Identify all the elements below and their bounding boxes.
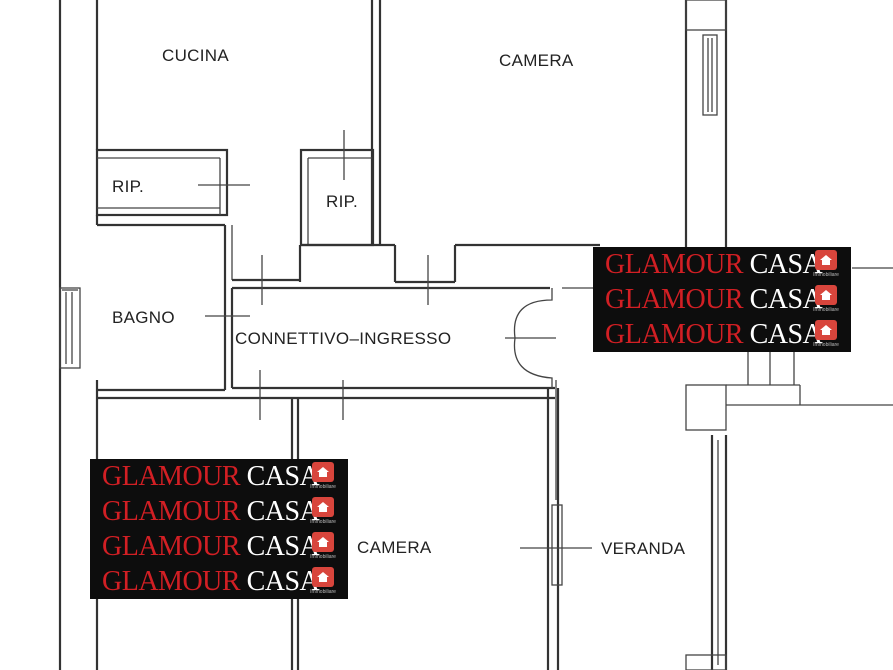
watermark-text: GLAMOUR CASA — [102, 565, 320, 597]
watermark-text: GLAMOUR CASA — [102, 460, 320, 492]
house-icon: Immobiliare — [813, 250, 839, 279]
house-icon: Immobiliare — [310, 532, 336, 561]
watermark-banner: GLAMOUR CASA Immobiliare — [593, 282, 851, 317]
watermark-text: GLAMOUR CASA — [605, 283, 823, 315]
room-label-rip-left: RIP. — [112, 177, 144, 196]
house-icon: Immobiliare — [813, 285, 839, 314]
room-label-camera-bottom: CAMERA — [357, 538, 432, 557]
house-icon: Immobiliare — [310, 497, 336, 526]
house-icon: Immobiliare — [310, 462, 336, 491]
house-icon: Immobiliare — [813, 320, 839, 349]
watermark-banner: GLAMOUR CASA Immobiliare — [593, 317, 851, 352]
house-icon: Immobiliare — [310, 567, 336, 596]
walls — [58, 0, 893, 670]
watermark-text: GLAMOUR CASA — [102, 495, 320, 527]
room-label-rip-right: RIP. — [326, 192, 358, 211]
room-label-cucina: CUCINA — [162, 46, 229, 65]
watermark-text: GLAMOUR CASA — [605, 248, 823, 280]
watermark-banner: GLAMOUR CASA Immobiliare — [90, 494, 348, 529]
room-label-bagno: BAGNO — [112, 308, 175, 327]
watermark-banner: GLAMOUR CASA Immobiliare — [90, 529, 348, 564]
room-label-veranda: VERANDA — [601, 539, 686, 558]
watermark-text: GLAMOUR CASA — [102, 530, 320, 562]
watermark-banner: GLAMOUR CASA Immobiliare — [90, 459, 348, 494]
watermark-text: GLAMOUR CASA — [605, 318, 823, 350]
watermark-banner: GLAMOUR CASA Immobiliare — [593, 247, 851, 282]
room-label-connettivo-ingresso: CONNETTIVO–INGRESSO — [235, 329, 451, 348]
watermark-banner: GLAMOUR CASA Immobiliare — [90, 564, 348, 599]
room-label-camera-top: CAMERA — [499, 51, 574, 70]
